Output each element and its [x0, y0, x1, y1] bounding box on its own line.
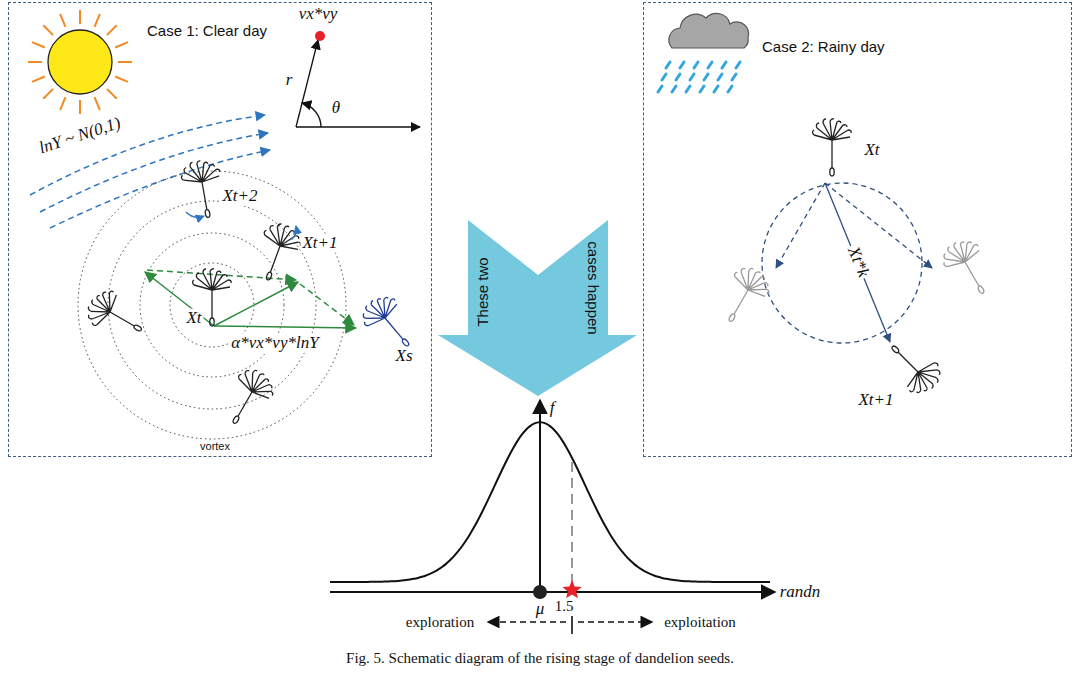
axis-label: f — [548, 399, 557, 418]
seed-label: Xt+2 — [220, 187, 259, 206]
panel-title: Case 2: Rainy day — [762, 39, 885, 56]
velocity-label: vx*vy — [297, 5, 340, 24]
cloud-icon — [669, 13, 749, 48]
displacement-arrows — [145, 270, 356, 328]
step-label: α*vx*vy*lnY — [229, 334, 320, 353]
seed-label: Xt — [184, 309, 203, 328]
direction-arrows — [488, 616, 652, 634]
angle-label: θ — [330, 99, 342, 118]
threshold-label: 1.5 — [553, 598, 576, 615]
figure-caption: Fig. 5. Schematic diagram of the rising … — [0, 650, 1080, 667]
arrow-text: These two — [475, 257, 492, 326]
seed-candidate — [713, 262, 775, 331]
direction-label: exploitation — [662, 614, 738, 631]
case-panel: Case 1: Clear day — [8, 2, 432, 457]
spin-arrows — [186, 212, 296, 240]
bell-curve — [330, 422, 770, 582]
panel-title: Case 1: Clear day — [147, 23, 267, 40]
seed — [813, 119, 852, 176]
step-label: Xt*k — [843, 242, 873, 282]
position-dot — [315, 31, 325, 41]
seed-label: Xt — [862, 141, 881, 160]
rain-drops — [658, 62, 740, 92]
search-circle — [762, 183, 922, 343]
arrow-shape — [435, 220, 640, 397]
merge-arrow: These two cases happen — [435, 220, 640, 397]
seed — [82, 285, 151, 347]
seed-label: Xt+1 — [300, 234, 339, 253]
direction-label: exploration — [404, 614, 476, 631]
seed — [217, 364, 279, 433]
mean-label: μ — [534, 600, 547, 619]
axis-label: randn — [778, 583, 823, 602]
threshold-line — [571, 462, 573, 588]
seed-candidate — [937, 234, 999, 303]
seed — [249, 219, 305, 286]
mean-dot — [533, 585, 547, 599]
seed-label: Xt+1 — [856, 391, 895, 410]
case-panel: Case 2: Rainy day — [643, 2, 1072, 457]
seed-label: Xs — [394, 347, 415, 366]
polar-coordinates — [296, 40, 420, 127]
arrow-text: cases happen — [585, 241, 602, 334]
vortex-circles — [78, 171, 346, 439]
threshold-star — [562, 580, 581, 598]
sun-icon — [28, 10, 132, 114]
region-label: vortex — [198, 440, 232, 452]
local-search-arrows — [776, 183, 932, 342]
distribution-label: lnY ~ N(0,1) — [35, 113, 125, 158]
distribution-axes — [330, 400, 775, 592]
radius-label: r — [284, 71, 295, 90]
